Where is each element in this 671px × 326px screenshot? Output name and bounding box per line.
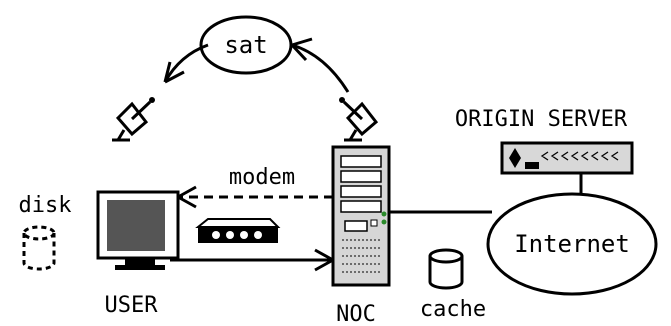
modem-device-icon <box>195 218 281 243</box>
noc-node <box>331 145 391 287</box>
user-satellite-dish-icon <box>112 97 155 142</box>
modem-link-arrow: modem <box>177 165 333 209</box>
disk-cylinder-icon <box>22 225 56 271</box>
internet-node: Internet <box>486 192 658 296</box>
user-computer-icon <box>96 190 180 270</box>
tower-server-icon <box>331 145 391 287</box>
user-noc-link-arrow <box>170 248 334 272</box>
disk-node: disk <box>19 193 72 271</box>
uplink-user-dish-arrow <box>163 43 209 84</box>
origin-server-label: ORIGIN SERVER <box>455 107 628 132</box>
uplink-noc-dish-arrow <box>290 37 350 93</box>
disk-label: disk <box>19 193 72 218</box>
origin-server-node: ORIGIN SERVER <box>455 107 634 175</box>
noc-satellite-dish-icon <box>339 97 379 142</box>
cache-label: cache <box>420 297 486 322</box>
noc-label: NOC <box>336 302 376 326</box>
cache-node: cache <box>420 248 486 322</box>
user-label: USER <box>105 293 159 318</box>
modem-label: modem <box>229 165 295 190</box>
satellite-label: sat <box>224 31 267 59</box>
cache-cylinder-icon <box>428 248 464 290</box>
satellite-node: sat <box>199 15 293 75</box>
internet-label: Internet <box>514 230 630 258</box>
rack-server-icon <box>500 141 634 175</box>
